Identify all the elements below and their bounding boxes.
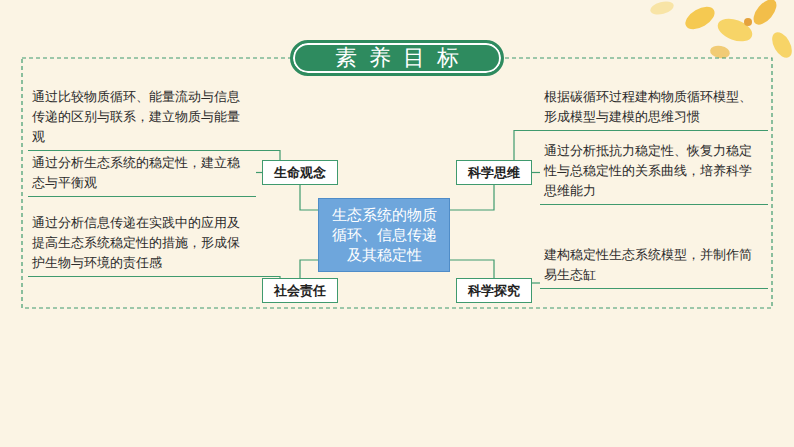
node-text: 科学思维 <box>459 164 529 181</box>
goal-text: 通过分析生态系统的稳定性，建立稳态与平衡观 <box>28 152 256 197</box>
node-text: 通过分析生态系统的稳定性，建立稳态与平衡观 <box>32 153 252 193</box>
goal-text: 通过比较物质循环、能量流动与信息传递的区别与联系，建立物质与能量观 <box>28 86 256 151</box>
connector-line <box>532 172 540 173</box>
center-box: 生态系统的物质循环、信息传递及其稳定性 <box>318 198 450 272</box>
goal-text: 建构稳定性生态系统模型，并制作简易生态缸 <box>540 244 768 289</box>
goal-text: 通过分析信息传递在实践中的应用及提高生态系统稳定性的措施，形成保护生物与环境的责… <box>28 212 256 277</box>
dashed-frame <box>22 58 772 308</box>
connector-line <box>300 260 318 278</box>
goal-text: 根据碳循环过程建构物质循环模型、形成模型与建模的思维习惯 <box>540 86 768 131</box>
connector-line <box>300 185 318 210</box>
connector-line <box>450 185 494 210</box>
title-pill: 素养目标 <box>290 40 504 76</box>
node-text: 通过分析信息传递在实践中的应用及提高生态系统稳定性的措施，形成保护生物与环境的责… <box>32 213 252 273</box>
category-box: 科学思维 <box>456 160 532 185</box>
flower-decoration <box>649 0 794 61</box>
node-text: 科学探究 <box>459 282 529 299</box>
node-text: 生命观念 <box>265 164 335 181</box>
node-text: 根据碳循环过程建构物质循环模型、形成模型与建模的思维习惯 <box>544 87 764 127</box>
connector-line <box>450 260 494 278</box>
connector-line <box>532 282 540 283</box>
category-box: 生命观念 <box>262 160 338 185</box>
goal-text: 通过分析抵抗力稳定性、恢复力稳定性与总稳定性的关系曲线，培养科学思维能力 <box>540 140 768 205</box>
connector-line <box>514 131 540 161</box>
node-text: 生态系统的物质循环、信息传递及其稳定性 <box>327 205 441 265</box>
node-text: 通过分析抵抗力稳定性、恢复力稳定性与总稳定性的关系曲线，培养科学思维能力 <box>544 141 764 201</box>
connector-line <box>256 151 280 161</box>
node-text: 建构稳定性生态系统模型，并制作简易生态缸 <box>544 245 764 285</box>
node-text: 通过比较物质循环、能量流动与信息传递的区别与联系，建立物质与能量观 <box>32 87 252 147</box>
category-box: 社会责任 <box>262 278 338 303</box>
node-text: 社会责任 <box>265 282 335 299</box>
category-box: 科学探究 <box>456 278 532 303</box>
